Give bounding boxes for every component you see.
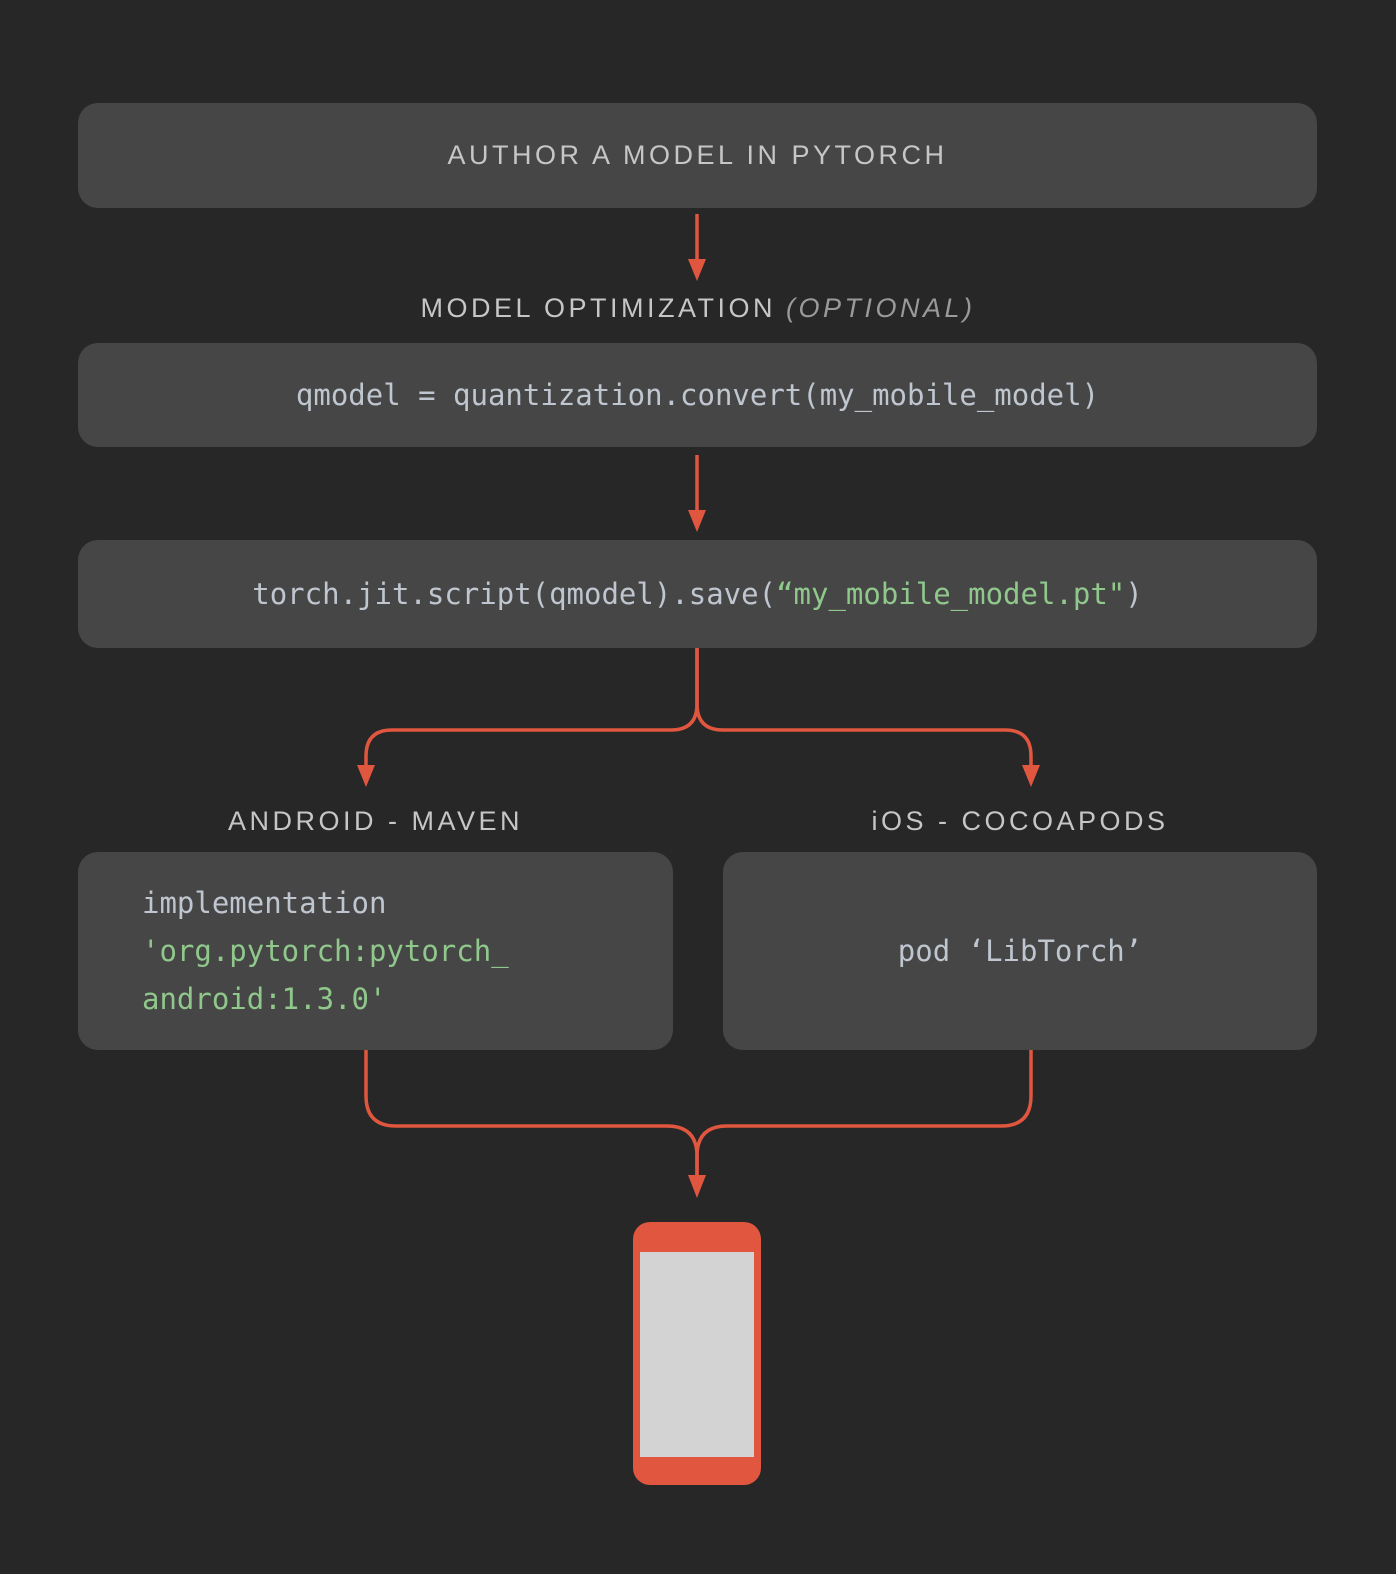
quantization-code: qmodel = quantization.convert(my_mobile_… <box>295 378 1100 412</box>
android-heading: ANDROID - MAVEN <box>78 806 673 837</box>
arrow-split-to-ios <box>695 647 1033 766</box>
save-code-suffix: ) <box>1125 577 1143 611</box>
author-model-box: AUTHOR A MODEL IN PYTORCH <box>78 103 1317 208</box>
ios-heading: iOS - COCOAPODS <box>723 806 1317 837</box>
smartphone-screen <box>640 1252 754 1457</box>
ios-code: pod ‘LibTorch’ <box>897 934 1143 968</box>
ios-heading-label: iOS - COCOAPODS <box>871 806 1169 836</box>
arrowhead-split-to-ios <box>1022 765 1040 787</box>
arrow-merge-from-android <box>364 1050 699 1176</box>
author-model-label: AUTHOR A MODEL IN PYTORCH <box>447 140 948 170</box>
ios-code-box: pod ‘LibTorch’ <box>723 852 1317 1050</box>
android-code-line-1: implementation <box>142 886 387 920</box>
optimization-heading-label: MODEL OPTIMIZATION <box>420 293 776 323</box>
save-code-prefix: torch.jit.script(qmodel).save( <box>252 577 777 611</box>
arrowhead-optimization-to-save <box>688 510 706 532</box>
android-code-box: implementation 'org.pytorch:pytorch_ and… <box>78 852 673 1050</box>
android-code-line-3: android:1.3.0' <box>142 982 387 1016</box>
arrow-split-to-android <box>364 647 699 766</box>
save-code-box: torch.jit.script(qmodel).save(“my_mobile… <box>78 540 1317 648</box>
quantization-code-box: qmodel = quantization.convert(my_mobile_… <box>78 343 1317 447</box>
arrow-merge-from-ios <box>695 1050 1033 1176</box>
optimization-optional-note: (OPTIONAL) <box>786 293 976 323</box>
android-code-line-2: 'org.pytorch:pytorch_ <box>142 934 509 968</box>
smartphone-icon <box>633 1222 761 1485</box>
optimization-heading: MODEL OPTIMIZATION (OPTIONAL) <box>0 293 1396 324</box>
arrowhead-merge-to-phone <box>688 1175 706 1198</box>
arrowhead-split-to-android <box>357 765 375 787</box>
save-code: torch.jit.script(qmodel).save(“my_mobile… <box>252 577 1142 611</box>
android-heading-label: ANDROID - MAVEN <box>227 806 523 836</box>
arrowhead-author-to-optimization <box>688 259 706 281</box>
save-code-filename: “my_mobile_model.pt" <box>776 577 1126 611</box>
